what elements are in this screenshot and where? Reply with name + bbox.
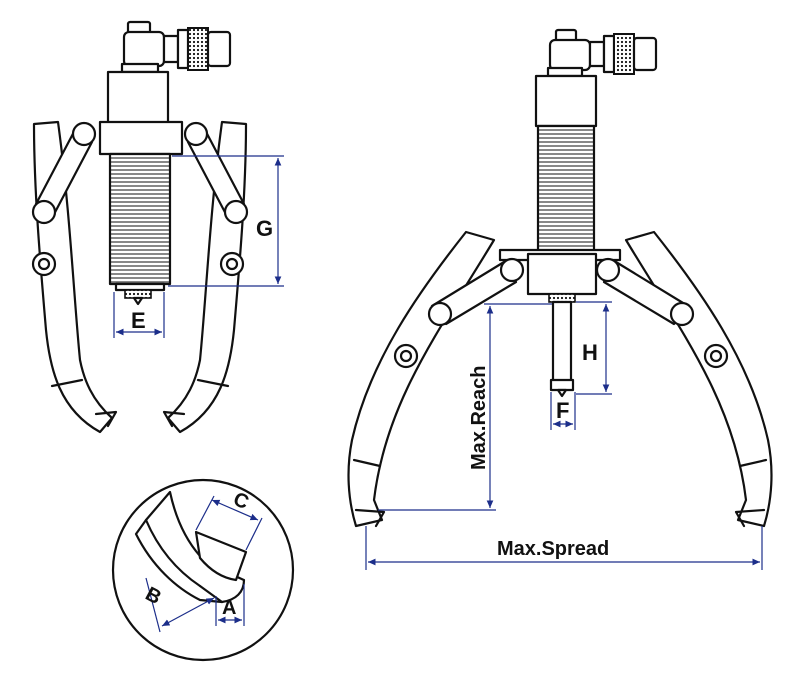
dimension-max-spread: Max.Spread [365,526,763,570]
dimension-max-reach: Max.Reach [378,303,552,511]
dimension-h: H [576,301,612,395]
label-max-spread: Max.Spread [497,538,609,560]
dimension-e: E [113,292,165,338]
label-f: F [556,398,569,423]
right-cylinder [498,74,622,398]
right-legs [347,230,773,528]
dimension-a: A [215,584,245,626]
label-e: E [131,308,146,333]
right-puller-view: H F Max.Reach Max.Spread [347,28,773,570]
left-hose-coupler [120,20,232,74]
jaw-tip-detail: A B C [111,478,295,662]
label-h: H [582,340,598,365]
right-pivot-pins [393,257,729,369]
left-cylinder [98,70,184,306]
dimension-g: G [168,155,284,287]
dimension-f: F [550,392,576,430]
label-g: G [256,216,273,241]
right-hose-coupler [546,28,658,78]
left-pivot-pins [31,121,249,277]
label-a: A [222,597,236,619]
left-puller-view: G E [31,20,284,434]
label-max-reach: Max.Reach [468,366,490,471]
